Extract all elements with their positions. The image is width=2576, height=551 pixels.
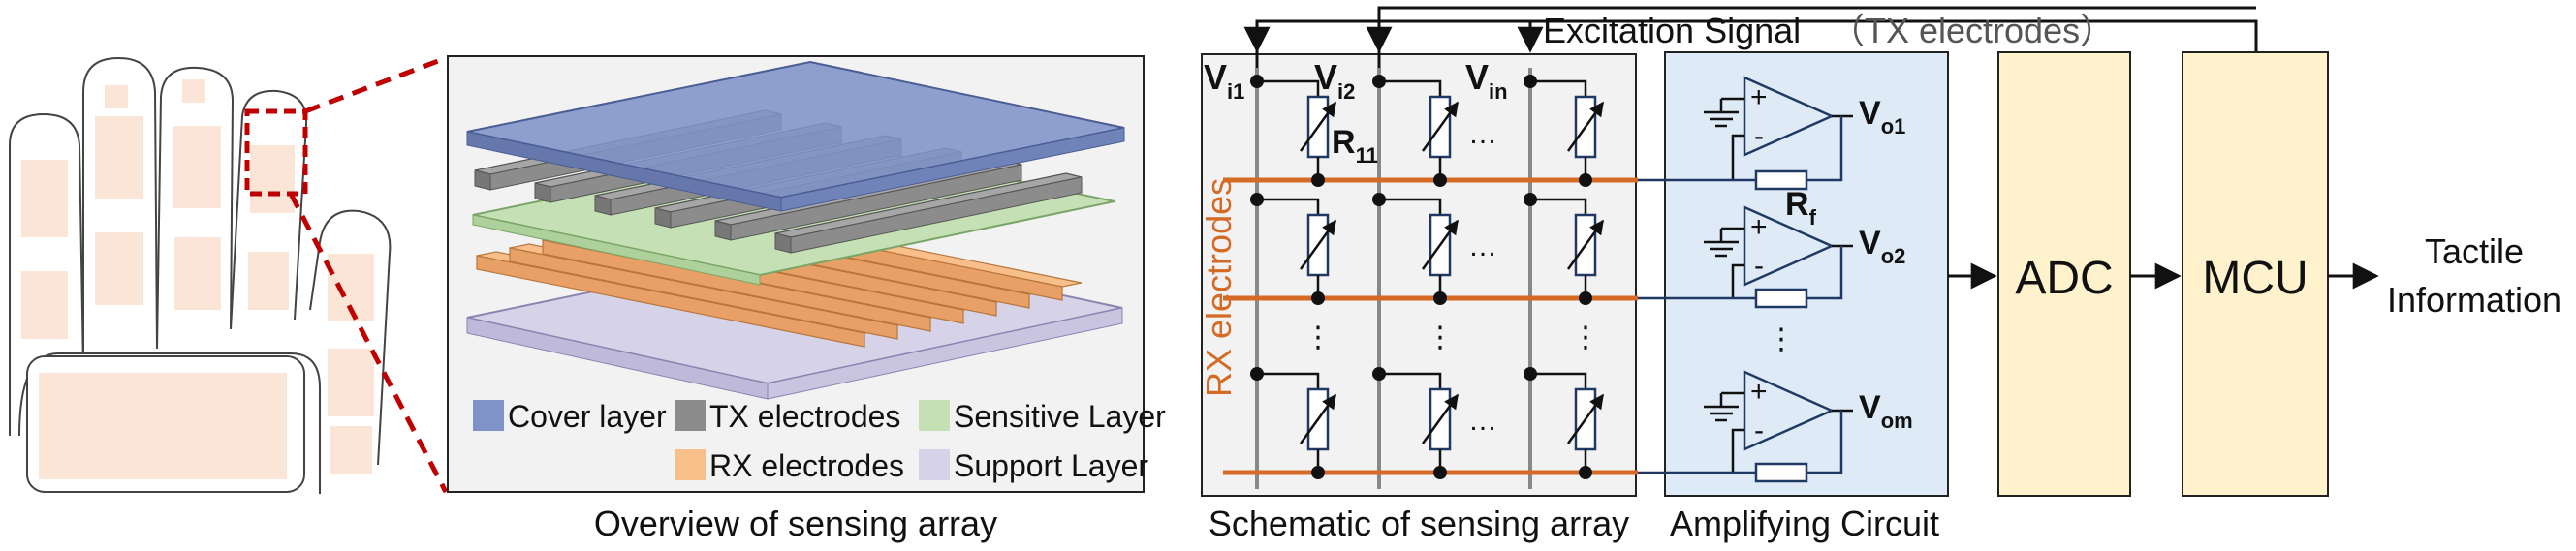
variable-arrow bbox=[1421, 219, 1460, 270]
support-layer-side bbox=[767, 307, 1123, 400]
sensor-cell bbox=[1379, 79, 1460, 187]
vertical-ellipsis: ⋮ bbox=[1767, 323, 1796, 355]
legend-label-cover: Cover layer bbox=[508, 399, 667, 434]
node bbox=[1579, 291, 1592, 305]
cover-layer-side bbox=[780, 127, 1125, 212]
op-amp-minus: - bbox=[1754, 414, 1764, 446]
col-label-vin: Vin bbox=[1465, 57, 1508, 104]
variable-arrow bbox=[1566, 219, 1605, 270]
node bbox=[1433, 466, 1447, 479]
vertical-ellipsis: ⋮ bbox=[1304, 321, 1333, 353]
legend-swatch-support bbox=[919, 449, 950, 480]
legend-swatch-tx bbox=[675, 400, 706, 431]
ellipsis: … bbox=[1468, 230, 1497, 262]
op-amp-3: + - Vom bbox=[1638, 370, 1913, 483]
feedback-resistor bbox=[1754, 462, 1808, 483]
leader-line-bottom bbox=[288, 192, 449, 494]
sensor-cell bbox=[1372, 367, 1460, 479]
vertical-ellipsis: ⋮ bbox=[1426, 321, 1455, 353]
glove-sensors bbox=[21, 79, 374, 479]
caption-amplifying: Amplifying Circuit bbox=[1670, 504, 1939, 543]
sensor-cell bbox=[1257, 79, 1337, 187]
node bbox=[1579, 173, 1592, 187]
node bbox=[1524, 193, 1537, 206]
variable-arrow bbox=[1299, 219, 1337, 270]
layer-stack bbox=[466, 60, 1125, 400]
sensor-cell bbox=[1372, 193, 1460, 305]
sensor-cell bbox=[1524, 193, 1605, 305]
legend-label-sensitive: Sensitive Layer bbox=[954, 399, 1166, 434]
mcu-label: MCU bbox=[2202, 253, 2308, 304]
leader-line-top bbox=[304, 55, 447, 114]
node bbox=[1311, 291, 1325, 305]
adc-label: ADC bbox=[2015, 253, 2113, 304]
output-label-line2: Information bbox=[2387, 280, 2561, 320]
variable-arrow bbox=[1566, 393, 1605, 444]
caption-schematic: Schematic of sensing array bbox=[1209, 504, 1629, 543]
sensor-cell bbox=[1530, 79, 1605, 187]
op-amp-plus: + bbox=[1750, 211, 1768, 243]
adc-block bbox=[1997, 51, 2131, 497]
amplifier-circuits: + - Vo1 + - Vo2 + - Vom Rf ⋮ bbox=[1638, 76, 1913, 483]
ellipsis: … bbox=[1468, 405, 1497, 437]
node bbox=[1311, 466, 1325, 479]
variable-arrow bbox=[1421, 393, 1460, 444]
feedback-label-rf: Rf bbox=[1785, 186, 1817, 230]
op-amp-triangle bbox=[1743, 205, 1836, 287]
caption-overview: Overview of sensing array bbox=[594, 504, 997, 543]
op-amp-triangle bbox=[1743, 370, 1836, 451]
output-label-2: Vo2 bbox=[1859, 225, 1905, 268]
col-label-vi1: Vi1 bbox=[1204, 57, 1244, 104]
legend-swatch-cover bbox=[473, 400, 504, 431]
node bbox=[1372, 193, 1386, 206]
vertical-ellipsis: ⋮ bbox=[1571, 321, 1600, 353]
sensor-cell bbox=[1250, 193, 1337, 305]
variable-arrow bbox=[1566, 101, 1605, 152]
op-amp-minus: - bbox=[1754, 250, 1764, 282]
resistor-label-r11: R11 bbox=[1332, 124, 1378, 168]
variable-arrow bbox=[1299, 393, 1337, 444]
op-amp-plus: + bbox=[1750, 376, 1768, 408]
node bbox=[1433, 291, 1447, 305]
legend-label-tx: TX electrodes bbox=[709, 399, 900, 434]
mcu-block bbox=[2182, 51, 2329, 497]
node bbox=[1250, 193, 1264, 206]
output-label-line1: Tactile bbox=[2425, 231, 2524, 271]
sensitive-layer-edge bbox=[472, 214, 761, 286]
op-amp-triangle bbox=[1743, 76, 1836, 157]
schematic-panel bbox=[1201, 53, 1637, 497]
op-amp-minus: - bbox=[1754, 120, 1764, 152]
op-amp-2: + - Vo2 bbox=[1638, 205, 1905, 309]
feedback-resistor bbox=[1754, 288, 1808, 309]
op-amp-plus: + bbox=[1750, 81, 1768, 113]
op-amp-1: + - Vo1 bbox=[1638, 76, 1905, 191]
node bbox=[1372, 367, 1386, 381]
variable-arrow bbox=[1421, 101, 1460, 152]
excitation-label: Excitation Signal bbox=[1543, 11, 1801, 50]
glove-selection-box bbox=[244, 108, 308, 197]
sensor-cell bbox=[1250, 367, 1337, 479]
legend-label-support: Support Layer bbox=[954, 448, 1148, 483]
node bbox=[1524, 367, 1537, 381]
ellipsis: … bbox=[1468, 118, 1497, 150]
variable-arrow bbox=[1299, 101, 1337, 152]
node bbox=[1311, 173, 1325, 187]
node bbox=[1250, 367, 1264, 381]
legend-label-rx: RX electrodes bbox=[709, 448, 904, 483]
rx-electrodes-label: RX electrodes bbox=[1199, 178, 1239, 397]
col-label-vi2: Vi2 bbox=[1314, 57, 1355, 104]
tx-strip bbox=[774, 172, 1083, 254]
excitation-label-paren: （TX electrodes） bbox=[1830, 11, 2115, 50]
output-label-1: Vo1 bbox=[1859, 95, 1905, 138]
output-label-3: Vom bbox=[1859, 389, 1913, 433]
node bbox=[1433, 173, 1447, 187]
legend-swatch-rx bbox=[675, 449, 706, 480]
sensor-cell bbox=[1524, 367, 1605, 479]
legend-swatch-sensitive bbox=[919, 400, 950, 431]
node bbox=[1579, 466, 1592, 479]
legend: Cover layer TX electrodes Sensitive Laye… bbox=[473, 399, 1166, 483]
